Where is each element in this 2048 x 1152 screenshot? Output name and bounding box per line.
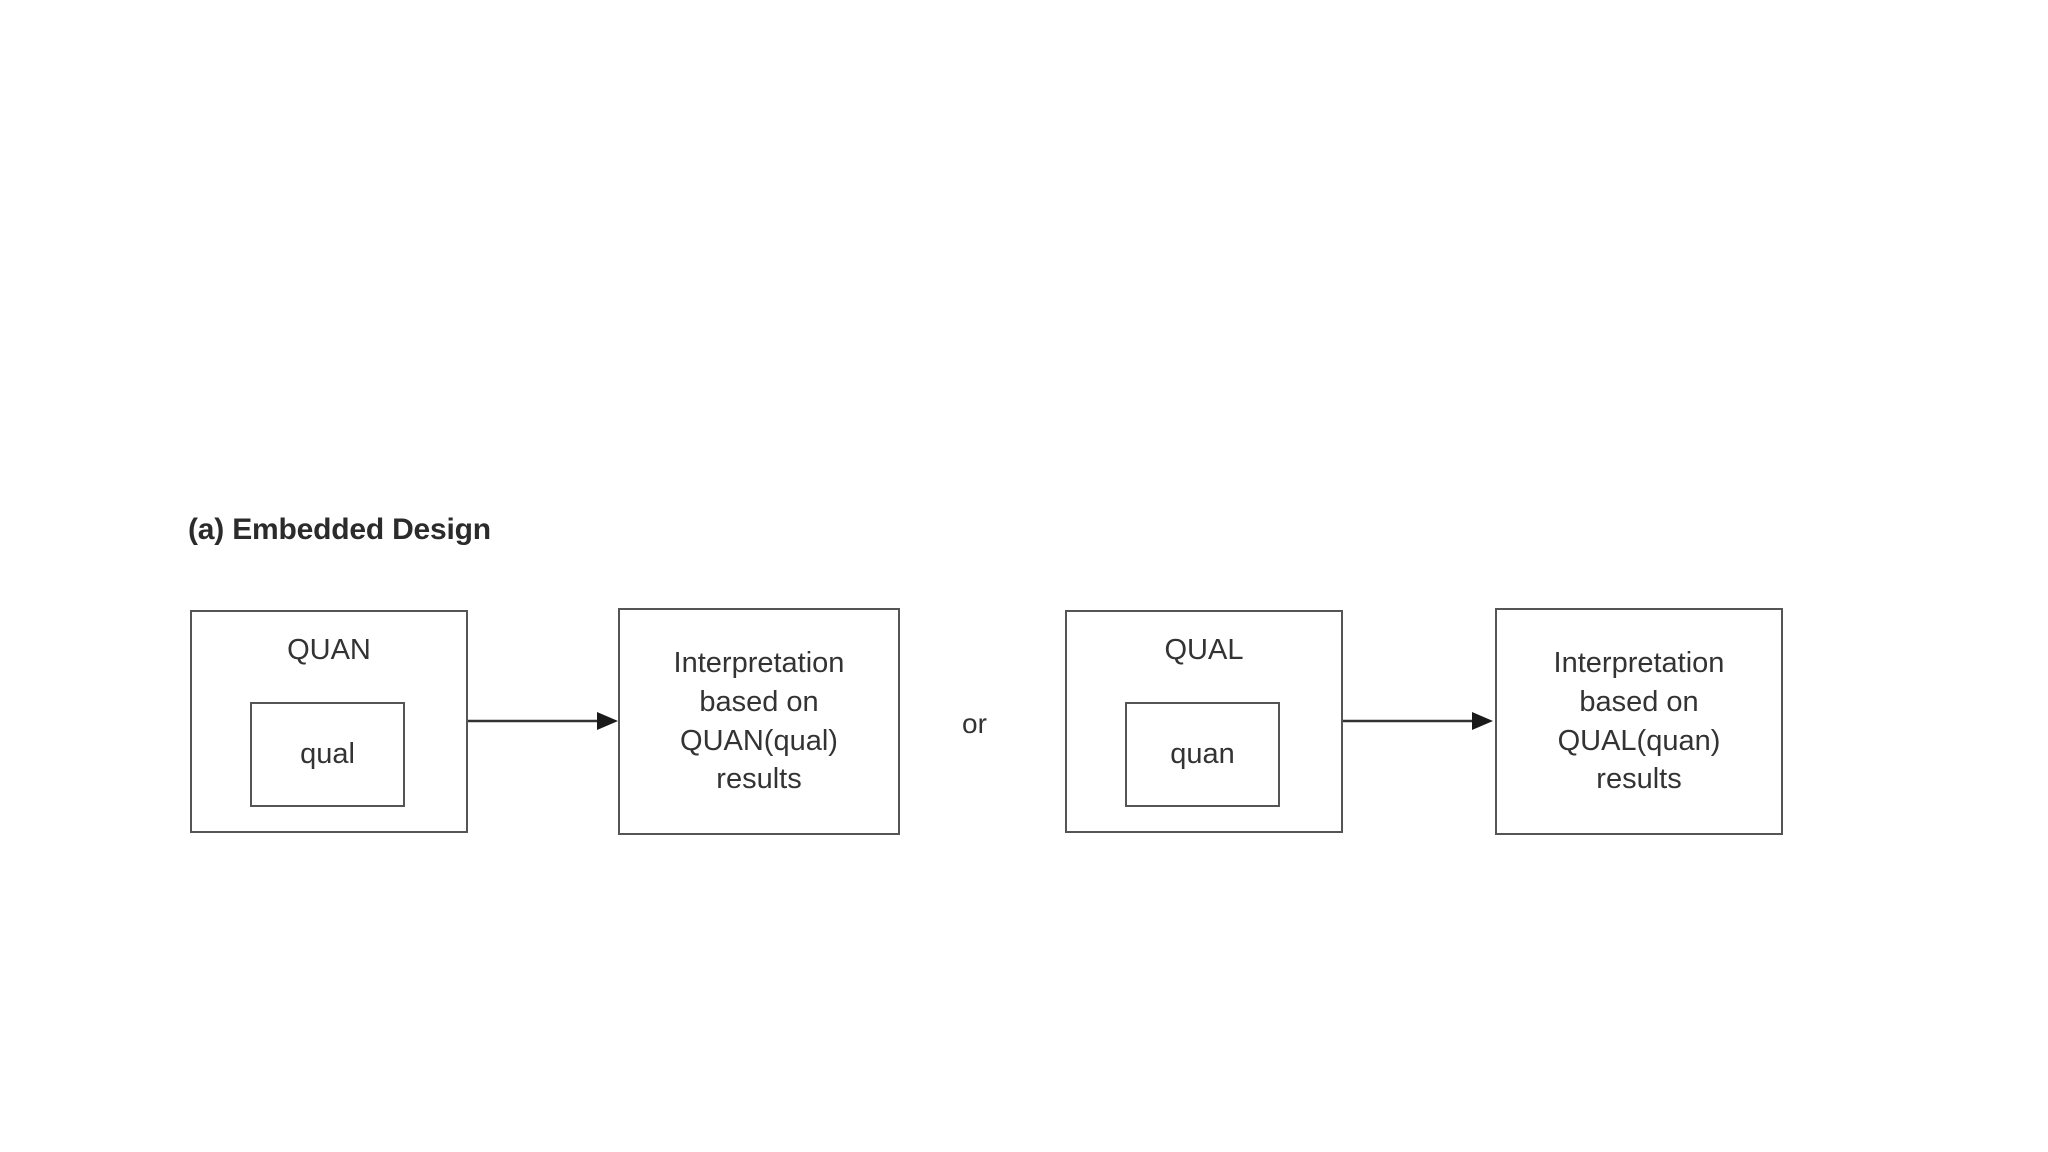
- node-qual-inner[interactable]: qual: [250, 702, 405, 807]
- node-interpretation-qual[interactable]: Interpretation based on QUAL(quan) resul…: [1495, 608, 1783, 835]
- node-qual-inner-label: qual: [300, 738, 355, 770]
- node-quan-outer[interactable]: QUAN qual: [190, 610, 468, 833]
- node-quan-inner[interactable]: quan: [1125, 702, 1280, 807]
- node-interpretation-qual-text: Interpretation based on QUAL(quan) resul…: [1553, 647, 1725, 796]
- connector-or-label: or: [962, 708, 987, 739]
- node-quan-outer-label: QUAN: [287, 634, 371, 666]
- arrow-quan-to-interpretation: [468, 712, 618, 730]
- arrow-qual-to-interpretation: [1343, 712, 1493, 730]
- node-quan-inner-label: quan: [1170, 738, 1235, 770]
- node-qual-outer-label: QUAL: [1164, 634, 1244, 666]
- figure-title: (a) Embedded Design: [188, 513, 491, 546]
- node-interpretation-quan[interactable]: Interpretation based on QUAN(qual) resul…: [618, 608, 900, 835]
- node-qual-outer[interactable]: QUAL quan: [1065, 610, 1343, 833]
- node-interpretation-quan-text: Interpretation based on QUAN(qual) resul…: [673, 647, 845, 796]
